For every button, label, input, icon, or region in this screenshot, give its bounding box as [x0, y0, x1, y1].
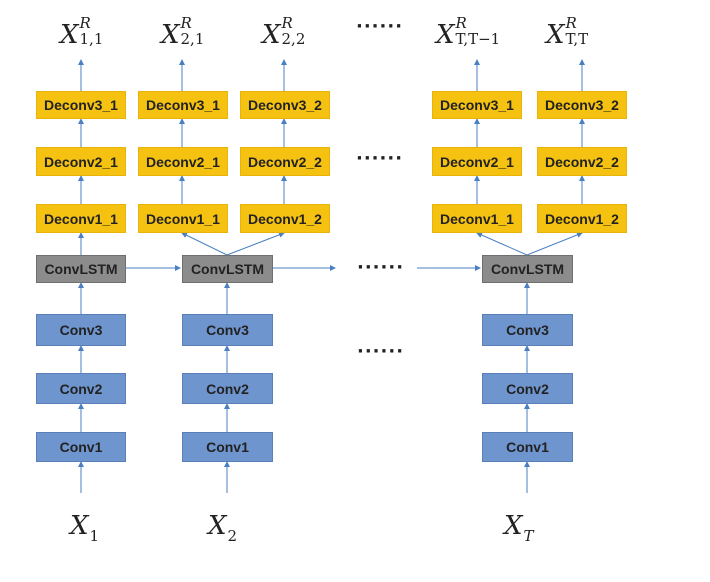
deconv3-1-block-col1: Deconv3_1 — [36, 91, 126, 119]
conv2-block-colt: Conv2 — [482, 373, 573, 404]
ellipsis-top: ······ — [356, 16, 404, 37]
deconv3-2-block-colt: Deconv3_2 — [537, 91, 627, 119]
deconv1-2-block-colt: Deconv1_2 — [537, 204, 627, 233]
conv3-block-colt: Conv3 — [482, 314, 573, 346]
ellipsis-lstm: ······ — [357, 257, 405, 278]
arrow-ct-deconv1-1 — [476, 232, 528, 256]
convlstm-block-col2: ConvLSTM — [182, 255, 273, 283]
conv1-block-colt: Conv1 — [482, 432, 573, 462]
conv1-block-col2: Conv1 — [182, 432, 273, 462]
conv2-block-col1: Conv2 — [36, 373, 126, 404]
deconv2-1-block-colt: Deconv2_1 — [432, 147, 522, 176]
arrow-c2-deconv1-1 — [181, 232, 228, 256]
deconv3-2-block-col2: Deconv3_2 — [240, 91, 330, 119]
ellipsis-deconv: ······ — [356, 148, 404, 169]
convlstm-block-colt: ConvLSTM — [482, 255, 573, 283]
input-label-x2: X2 — [208, 511, 238, 545]
deconv2-1-block-col2: Deconv2_1 — [138, 147, 228, 176]
ellipsis-conv: ······ — [357, 341, 405, 362]
conv1-block-col1: Conv1 — [36, 432, 126, 462]
conv2-block-col2: Conv2 — [182, 373, 273, 404]
deconv3-1-block-colt: Deconv3_1 — [432, 91, 522, 119]
arrow-c2-deconv1-2 — [226, 232, 285, 256]
deconv1-1-block-col2: Deconv1_1 — [138, 204, 228, 233]
deconv3-1-block-col2: Deconv3_1 — [138, 91, 228, 119]
deconv2-1-block-col1: Deconv2_1 — [36, 147, 126, 176]
input-label-x1: X1 — [70, 511, 100, 545]
deconv2-2-block-colt: Deconv2_2 — [537, 147, 627, 176]
arrow-ct-deconv1-2 — [526, 232, 583, 256]
input-label-xt: XT — [504, 511, 534, 545]
deconv1-1-block-col1: Deconv1_1 — [36, 204, 126, 233]
deconv2-2-block-col2: Deconv2_2 — [240, 147, 330, 176]
deconv1-1-block-colt: Deconv1_1 — [432, 204, 522, 233]
conv3-block-col1: Conv3 — [36, 314, 126, 346]
conv3-block-col2: Conv3 — [182, 314, 273, 346]
deconv1-2-block-col2: Deconv1_2 — [240, 204, 330, 233]
convlstm-block-col1: ConvLSTM — [36, 255, 126, 283]
